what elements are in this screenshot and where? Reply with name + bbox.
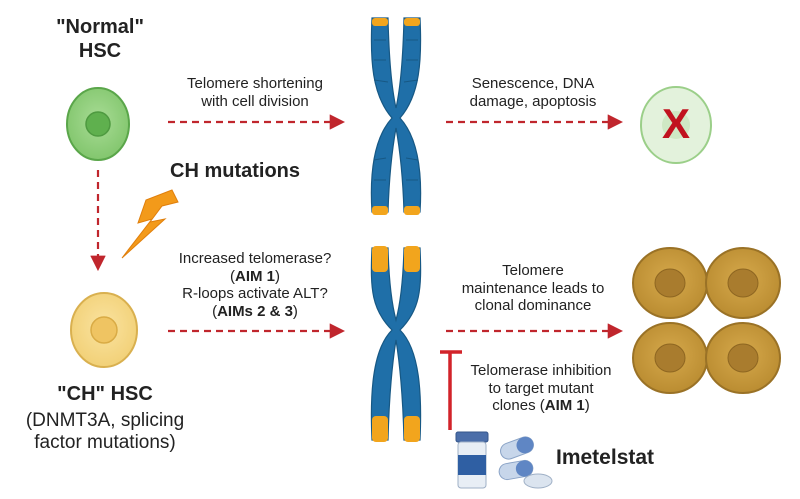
inhibition-bar xyxy=(440,350,462,430)
normal-hsc-line2: HSC xyxy=(78,39,122,62)
aim1-paren-open: ( xyxy=(229,267,235,285)
ch-hsc-subtitle: (DNMT3A, splicing factor mutations) xyxy=(10,410,200,455)
inhibition-label: Telomerase inhibition to target mutant c… xyxy=(456,362,626,415)
ch-hsc-title: "CH" HSC xyxy=(57,383,153,405)
aim1-bold: AIM 1 xyxy=(234,267,275,285)
yellow-cell-icon xyxy=(70,292,138,368)
ch-mutations-label: CH mutations xyxy=(170,160,300,182)
aim23-paren-close: ) xyxy=(292,303,298,321)
inhibition-line2: to target mutant xyxy=(488,379,594,397)
green-cell-icon xyxy=(66,87,130,161)
inhibition-line3-pre: clones ( xyxy=(492,397,545,415)
mechanism-questions: Increased telomerase? (AIM 1) R-loops ac… xyxy=(160,250,350,321)
aim23-bold: AIMs 2 & 3 xyxy=(217,303,293,321)
aim23-tag: (AIMs 2 & 3) xyxy=(160,303,350,321)
aim23-paren-open: ( xyxy=(212,303,218,321)
chromosome-short-telomere-icon xyxy=(370,17,422,215)
senescence-line2: damage, apoptosis xyxy=(469,92,597,110)
senescence-label: Senescence, DNA damage, apoptosis xyxy=(446,75,620,110)
aim1-paren-close: ) xyxy=(275,267,280,285)
shortening-line1: Telomere shortening xyxy=(187,75,323,92)
maintenance-line2: maintenance leads to xyxy=(461,279,605,297)
shortening-line2: with cell division xyxy=(201,92,309,110)
senescence-line1: Senescence, DNA xyxy=(471,75,595,92)
telomere-shortening-label: Telomere shortening with cell division xyxy=(168,75,342,110)
rloop-question: R-loops activate ALT? xyxy=(182,285,328,303)
drug-name: Imetelstat xyxy=(556,446,655,469)
aim1-tag: (AIM 1) xyxy=(160,268,350,286)
ch-hsc-sub2: factor mutations) xyxy=(34,432,176,454)
dead-cell-icon xyxy=(640,86,712,164)
normal-hsc-line1: "Normal" xyxy=(56,16,144,38)
inhibition-line3-post: ) xyxy=(584,397,590,415)
inhibition-aim-bold: AIM 1 xyxy=(544,397,585,415)
pill-bottle-icon xyxy=(455,431,553,489)
maintenance-label: Telomere maintenance leads to clonal dom… xyxy=(436,262,630,315)
maintenance-line3: clonal dominance xyxy=(474,297,592,315)
clonal-cells-icon xyxy=(632,247,781,394)
lightning-bolt-icon xyxy=(121,189,179,259)
normal-hsc-label: "Normal" HSC xyxy=(40,16,160,63)
chromosome-long-telomere-icon xyxy=(370,246,422,442)
dead-cell-x-mark: X xyxy=(661,100,690,147)
inhibition-line3: clones (AIM 1) xyxy=(456,397,626,415)
telomerase-question: Increased telomerase? xyxy=(178,250,332,267)
maintenance-line1: Telomere xyxy=(502,262,564,279)
inhibition-line1: Telomerase inhibition xyxy=(470,362,612,379)
ch-hsc-sub1: (DNMT3A, splicing xyxy=(25,410,185,431)
